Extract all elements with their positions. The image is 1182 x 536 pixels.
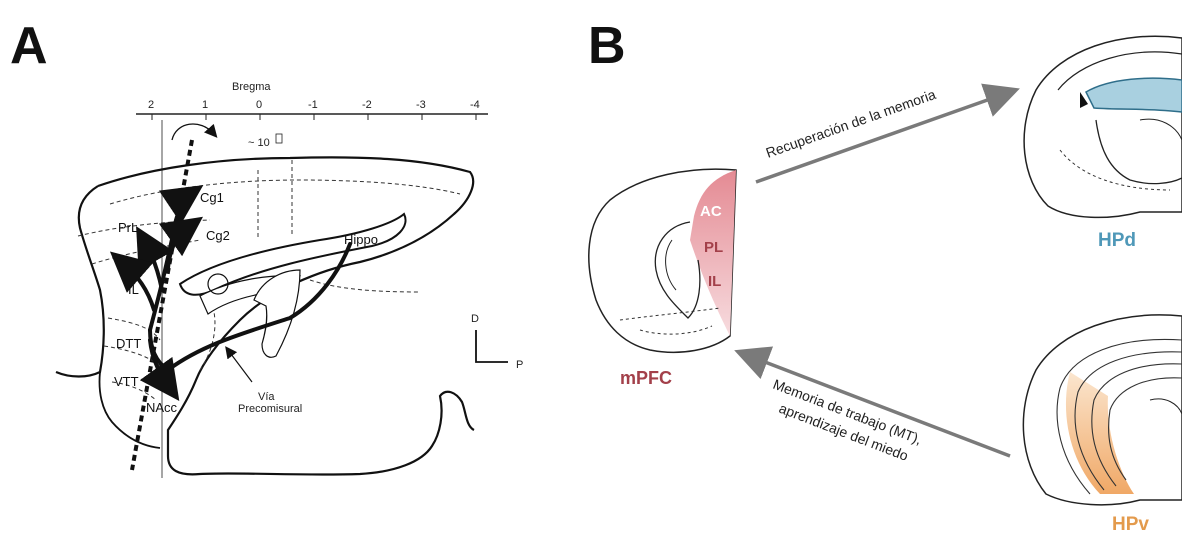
angle-arc: [172, 124, 214, 140]
angle-degree-box: [276, 134, 282, 143]
region-cg1: Cg1: [200, 190, 224, 205]
mpfc-region-il: IL: [708, 273, 721, 290]
via-label-line1: Vía: [258, 391, 275, 403]
tick-label: -4: [470, 99, 480, 111]
tick-label: 1: [202, 99, 208, 111]
region-nacc: NAcc: [146, 400, 178, 415]
region-hippo: Hippo: [344, 232, 378, 247]
region-dtt: DTT: [116, 336, 141, 351]
region-cg2: Cg2: [206, 228, 230, 243]
panel-b-diagram: AC PL IL mPFC HPd: [589, 36, 1182, 535]
hpd-label: HPd: [1098, 230, 1136, 251]
region-vtt: VTT: [114, 374, 139, 389]
tick-label: -3: [416, 99, 426, 111]
axis-dorsal-label: D: [471, 313, 479, 325]
tick-label: 0: [256, 99, 262, 111]
mpfc-region-pl: PL: [704, 239, 723, 256]
mpfc-section: AC PL IL mPFC: [589, 169, 736, 388]
hpv-section: HPv: [1023, 315, 1182, 535]
tick-label: 2: [148, 99, 154, 111]
hpd-section: HPd: [1024, 36, 1182, 251]
angle-label: ~ 10: [248, 137, 270, 149]
axis-posterior-label: P: [516, 359, 523, 371]
via-label-line2: Precomisural: [238, 403, 302, 415]
bregma-ticks: 2 1 0 -1 -2 -3 -4: [148, 99, 480, 120]
panel-a-diagram: Bregma 2 1 0 -1 -2 -3 -4 ~ 10: [56, 81, 523, 478]
region-il: IL: [128, 282, 139, 297]
orientation-axes: [476, 330, 508, 362]
tick-label: -2: [362, 99, 372, 111]
hpv-label: HPv: [1112, 514, 1149, 535]
mpfc-label: mPFC: [620, 368, 672, 388]
bregma-title: Bregma: [232, 81, 271, 93]
via-pointer: [228, 350, 252, 382]
hpd-outline: [1024, 36, 1182, 217]
tick-label: -1: [308, 99, 318, 111]
frontal-outline: [56, 186, 104, 377]
region-prl: PrL: [118, 220, 138, 235]
mpfc-region-ac: AC: [700, 203, 722, 220]
